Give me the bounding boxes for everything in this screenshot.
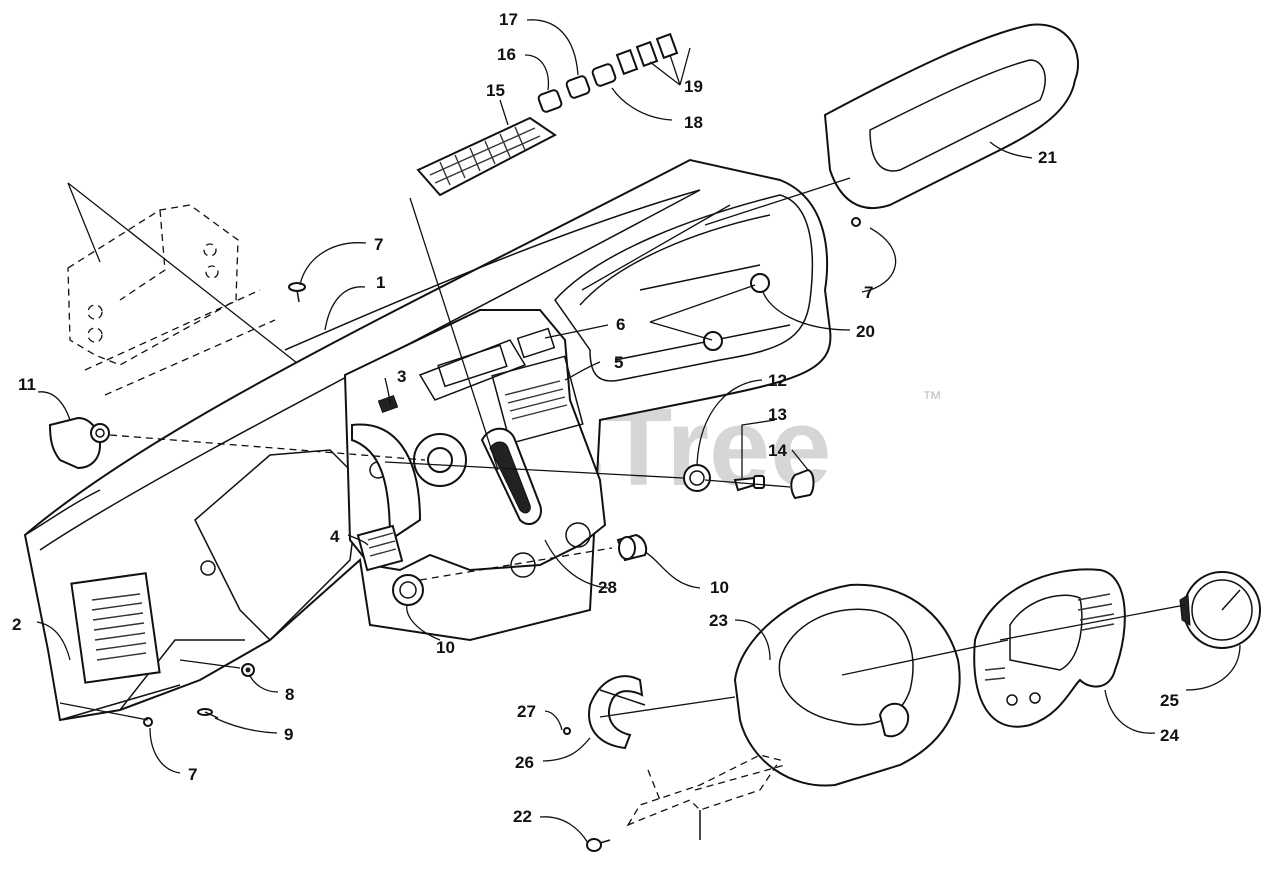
plug [750,273,770,293]
accessory-socket-right [616,533,648,562]
key-cap [790,468,815,500]
callout-2: 2 [12,615,21,634]
callout-25: 25 [1160,691,1179,710]
instrument-faceplate-decal [973,568,1126,728]
callout-12: 12 [768,371,787,390]
ignition-bezel [683,464,711,492]
rocker-switches [537,63,617,113]
callout-7-top: 7 [374,235,383,254]
callout-8: 8 [285,685,294,704]
callout-labels: 1 2 3 4 5 6 7 7 7 8 9 10 10 11 12 13 14 … [12,10,1179,826]
callout-11: 11 [18,375,36,394]
clip-screw [563,727,571,735]
callout-13: 13 [768,405,787,424]
instrument-bezel [733,583,961,787]
callout-leaders [36,19,1241,844]
console-label-text [504,380,568,420]
callout-7-bottom: 7 [188,765,197,784]
mounting-bracket [67,182,326,396]
callout-18: 18 [684,113,703,132]
screw-7-right [851,217,861,227]
speedometer-gauge [1179,571,1261,649]
grille-label-4 [356,524,404,572]
grommet [703,331,723,351]
callout-6: 6 [616,315,625,334]
callout-23: 23 [709,611,728,630]
switch-inserts [615,32,679,76]
callout-20: 20 [856,322,875,341]
storage-lid [823,23,1079,210]
bezel-mount-bracket [626,754,786,840]
side-warning-decal-text [91,593,147,661]
callout-21: 21 [1038,148,1057,167]
power-outlet-switch [48,416,110,470]
callout-28: 28 [598,578,617,597]
callout-5: 5 [614,353,623,372]
nut-8 [241,663,255,677]
gauge-retaining-clip [588,675,646,750]
callout-10-left: 10 [436,638,455,657]
callout-15: 15 [486,81,505,100]
assembly-lines [59,177,1186,721]
trim-label-3 [377,394,399,414]
watermark-trademark: ™ [922,388,942,410]
callout-1: 1 [376,273,385,292]
callout-27: 27 [517,702,536,721]
screw-9 [197,708,219,719]
switch-panel [416,116,557,197]
callout-17: 17 [499,10,518,29]
callout-3: 3 [397,367,406,386]
callout-24: 24 [1160,726,1179,745]
callout-16: 16 [497,45,516,64]
screw-7-top [288,282,306,303]
callout-9: 9 [284,725,293,744]
callout-14: 14 [768,441,787,460]
callout-7-right: 7 [864,283,873,302]
callout-10-right: 10 [710,578,729,597]
callout-19: 19 [684,77,703,96]
side-trim-panel [351,423,422,542]
callout-26: 26 [515,753,534,772]
callout-4: 4 [330,527,340,546]
screw-22 [586,838,611,852]
callout-22: 22 [513,807,532,826]
